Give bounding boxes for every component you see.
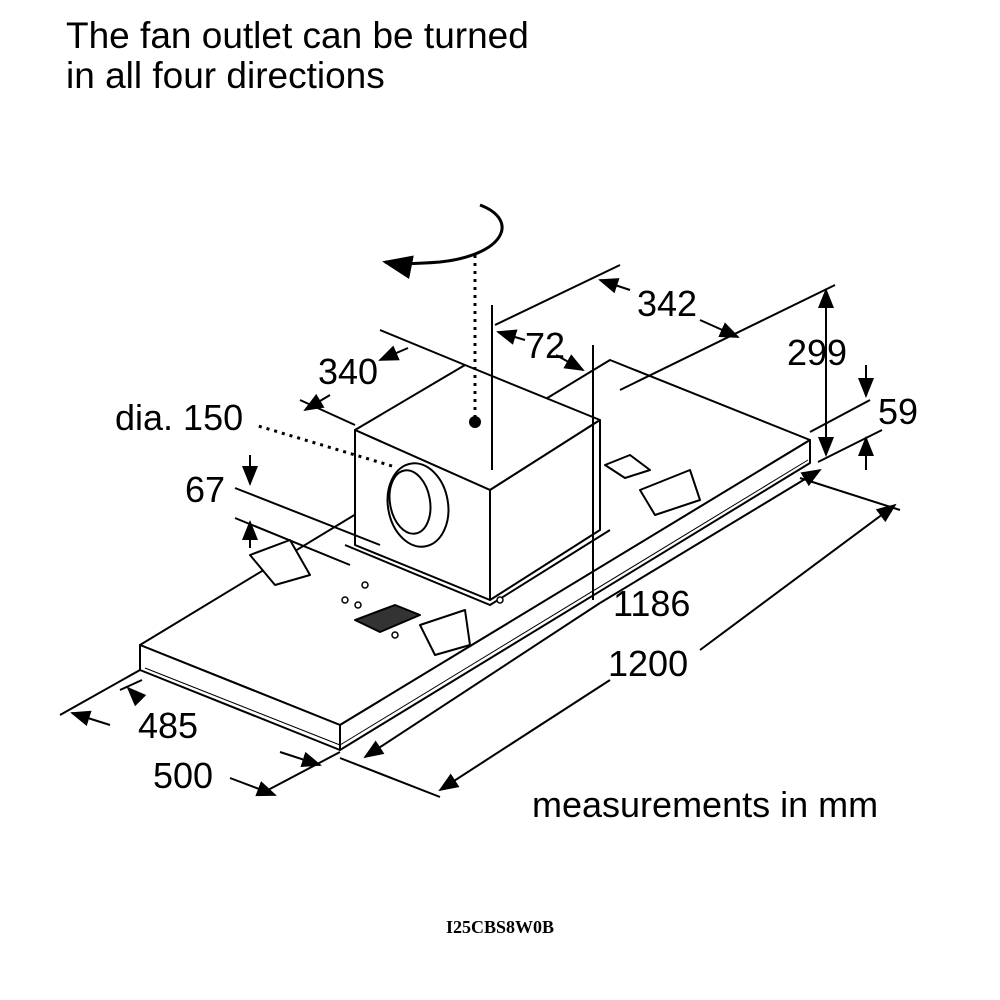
dim-body-height: 59 [878,391,918,432]
dim-outlet-diameter: dia. 150 [115,397,243,438]
model-code: I25CBS8W0B [445,917,555,937]
caption-line-2: in all four directions [66,55,385,96]
dim-inner-depth: 485 [138,705,198,746]
dim-fan-offset: 72 [525,325,565,366]
dim-outer-depth: 500 [153,755,213,796]
fan-box-side [489,419,601,601]
mount-bracket [249,539,311,586]
dim-outer-length: 1200 [608,643,688,684]
units-note: measurements in mm [532,784,879,825]
rotate-arrow-icon [382,203,504,280]
filter-opening [354,604,421,633]
dim-fan-width: 342 [637,283,697,324]
hood-side-face [339,439,811,751]
caption-line-1: The fan outlet can be turned [66,15,529,56]
dim-outlet-height: 67 [185,469,225,510]
dim-fan-depth: 340 [318,351,378,392]
mount-bracket [419,609,471,656]
dim-total-height: 299 [787,332,847,373]
dim-inner-length: 1186 [613,583,690,624]
mount-bracket [639,469,701,516]
